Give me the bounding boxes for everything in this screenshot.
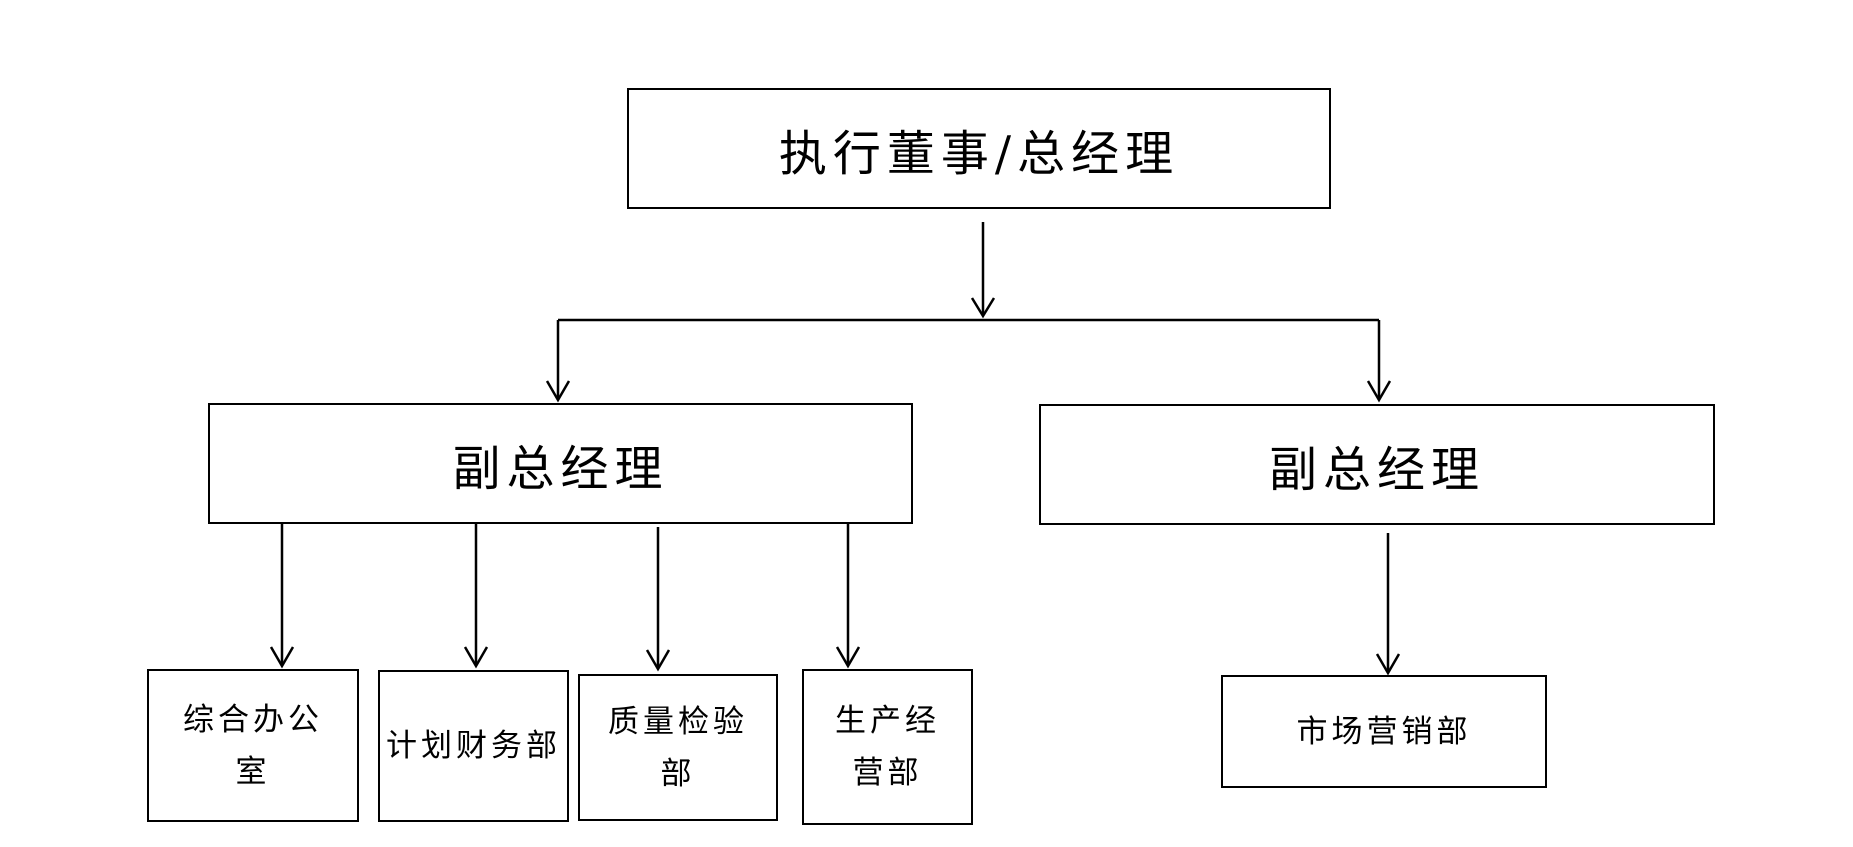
- arrowhead-deputy-2: [1366, 380, 1392, 403]
- node-label: 质量检验部: [608, 703, 748, 792]
- node-finance-dept: 计划财务部: [378, 670, 569, 822]
- arrowhead-deputy-1: [545, 380, 571, 403]
- node-label: 执行董事/总经理: [778, 125, 1180, 182]
- node-general-office: 综合办公室: [147, 669, 359, 822]
- arrowhead-dept-3: [645, 649, 671, 672]
- arrowhead-dept-2: [463, 646, 489, 669]
- node-production-dept: 生产经营部: [802, 669, 973, 825]
- node-deputy-gm-left: 副总经理: [208, 403, 913, 524]
- arrowhead-dept-4: [835, 646, 861, 669]
- node-label: 副总经理: [452, 440, 669, 497]
- node-label: 生产经营部: [835, 703, 940, 791]
- node-quality-dept: 质量检验部: [578, 674, 778, 821]
- node-label: 综合办公室: [183, 701, 323, 790]
- arrowhead-dept-1: [269, 646, 295, 669]
- node-marketing-dept: 市场营销部: [1221, 675, 1547, 788]
- node-executive-director-gm: 执行董事/总经理: [627, 88, 1331, 209]
- node-deputy-gm-right: 副总经理: [1039, 404, 1715, 525]
- node-label: 副总经理: [1268, 441, 1485, 498]
- node-label: 市场营销部: [1296, 713, 1472, 750]
- node-label: 计划财务部: [386, 728, 561, 764]
- arrowhead-ceo: [970, 297, 996, 319]
- arrowhead-dept-5: [1375, 653, 1401, 676]
